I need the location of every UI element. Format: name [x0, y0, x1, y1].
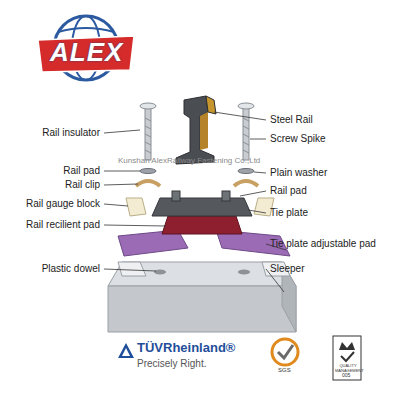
tie-plate — [152, 191, 252, 216]
sgs-mark — [278, 345, 293, 358]
washer — [140, 169, 156, 174]
mark-number: 005 — [342, 373, 350, 379]
part-label: Rail recilient pad — [26, 219, 100, 231]
rail-clip — [234, 181, 258, 186]
mark-name: SGS — [278, 367, 291, 374]
rail-clip — [136, 181, 160, 186]
resilient-pad — [162, 216, 242, 234]
part-label: Tie plate — [270, 207, 308, 219]
brand-name: TÜVRheinland® — [137, 341, 235, 356]
gauge-block — [126, 198, 146, 216]
ukas-crown — [339, 342, 355, 350]
washer — [238, 169, 254, 174]
logo-text: ALEX — [50, 38, 123, 68]
sleeper — [108, 262, 296, 332]
part-label: Steel Rail — [270, 114, 313, 126]
part-label: Rail pad — [270, 185, 307, 197]
alex-logo — [38, 16, 134, 80]
part-label: Rail gauge block — [26, 198, 100, 210]
sgs-mark — [272, 339, 298, 365]
watermark: Kunshan AlexRailway Fastening Co.,Ltd — [118, 156, 260, 165]
ukas-tick — [341, 352, 354, 361]
part-label: Rail insulator — [42, 127, 100, 139]
part-label: Rail pad — [63, 165, 100, 177]
part-label: Plastic dowel — [42, 263, 100, 275]
part-label: Tie plate adjustable pad — [270, 238, 376, 250]
tuv-icon — [122, 348, 130, 356]
part-label: Sleeper — [270, 263, 304, 275]
brand-slogan: Precisely Right. — [137, 358, 206, 370]
mark-text: QUALITY MANAGEMENT — [335, 364, 361, 373]
leader-lines — [104, 112, 286, 292]
part-label: Screw Spike — [270, 133, 326, 145]
tuv-icon — [118, 343, 134, 358]
steel-rail — [176, 96, 216, 164]
part-label: Rail clip — [65, 179, 100, 191]
part-label: Plain washer — [270, 167, 327, 179]
ukas-mark — [333, 336, 361, 380]
